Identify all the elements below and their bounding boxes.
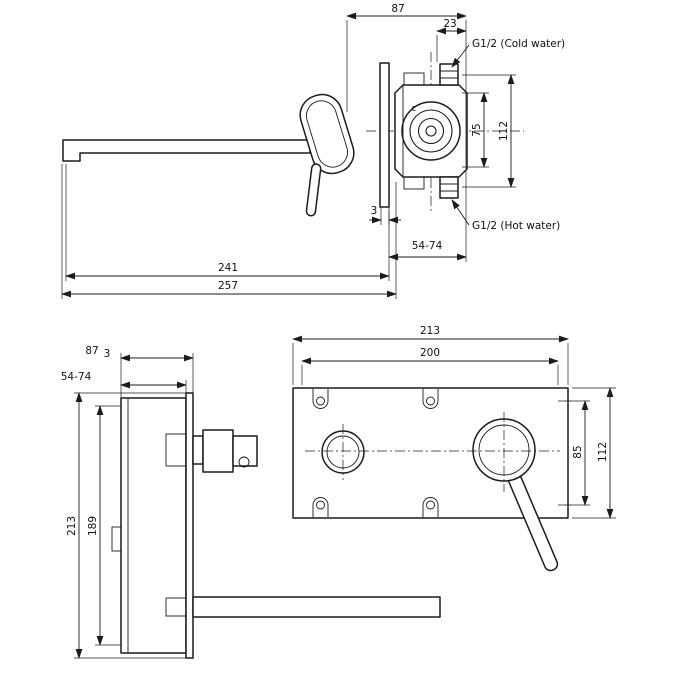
body-notch (111, 526, 122, 552)
rosette-plate (299, 93, 355, 175)
handle-barrel (202, 429, 234, 473)
cold-water-label: G1/2 (Cold water) (472, 38, 565, 50)
lug (422, 389, 439, 409)
bottom-right-front-view: 213 200 85 112 (292, 325, 616, 572)
mounting-lugs (312, 389, 439, 517)
lug (312, 389, 329, 409)
leader-hot (451, 199, 470, 226)
dim-85: 85 (572, 445, 584, 458)
dim-87-top: 87 (391, 3, 404, 15)
lug-hole (316, 396, 325, 406)
lug-hole (426, 396, 435, 406)
valve-body (394, 84, 468, 178)
lug (312, 497, 329, 517)
lug (422, 497, 439, 517)
dim-213-front: 213 (420, 325, 440, 337)
cold-inlet-fitting (439, 63, 459, 86)
dim-3-side: 3 (104, 348, 111, 360)
wall-plate-side (379, 62, 390, 208)
dim-257: 257 (218, 280, 238, 292)
leader-cold (451, 44, 470, 68)
dim-213-side: 213 (66, 516, 78, 536)
dim-112-front: 112 (597, 442, 609, 462)
handle-lever (305, 163, 322, 217)
body-mark: c (412, 104, 417, 114)
hot-water-label: G1/2 (Hot water) (472, 220, 560, 232)
cartridge-circle-inner (425, 125, 437, 137)
top-side-view: c 87 23 75 112 3 54-74 241 257 (61, 3, 565, 299)
dim-54-74-side: 54-74 (61, 371, 92, 383)
spout-side (62, 139, 311, 162)
handle-screw (238, 456, 250, 468)
cartridge-circle (417, 117, 445, 145)
dim-54-74-top: 54-74 (412, 240, 443, 252)
handle-neck (192, 435, 204, 465)
dim-75: 75 (471, 123, 483, 136)
inwall-body (120, 397, 187, 654)
bottom-left-side-view: 87 3 54-74 213 189 (61, 345, 441, 659)
wall-plate-side2 (185, 392, 194, 659)
dim-241: 241 (218, 262, 238, 274)
cartridge-circle (409, 109, 453, 153)
cartridge-circle-outer (401, 101, 461, 161)
mount-bracket-top (403, 72, 425, 86)
hot-inlet-fitting (439, 176, 459, 199)
lug-hole (316, 500, 325, 510)
mount-bracket-bottom (403, 176, 425, 190)
spout-side2 (192, 596, 441, 618)
handle-cap (232, 435, 258, 467)
dim-200: 200 (420, 347, 440, 359)
dim-189: 189 (87, 516, 99, 536)
lug-hole (426, 500, 435, 510)
rosette-inner (305, 100, 349, 168)
dim-112-top: 112 (498, 121, 510, 141)
dim-3-top: 3 (371, 205, 378, 217)
dim-23: 23 (443, 18, 456, 30)
dim-87-side: 87 (85, 345, 98, 357)
